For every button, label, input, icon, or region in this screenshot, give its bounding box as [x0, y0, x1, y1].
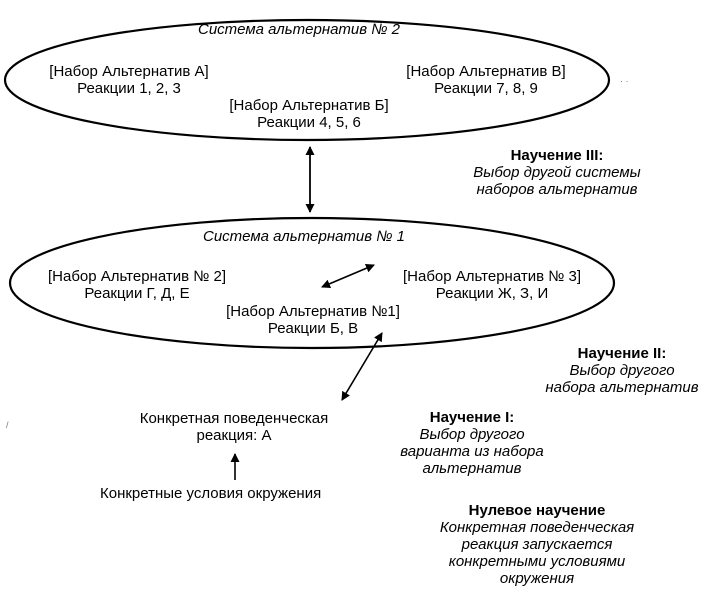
- environment-conditions: Конкретные условия окружения: [100, 485, 322, 502]
- learning1-line: Выбор другого: [419, 426, 525, 443]
- learning3-note: Научение III: Выбор другой системы набор…: [447, 147, 667, 198]
- behavior-reaction: Конкретная поведенческая реакция: А: [109, 410, 359, 444]
- system2-set-v: [Набор Альтернатив В] Реакции 7, 8, 9: [388, 63, 584, 97]
- learning2-line: набора альтернатив: [545, 379, 699, 396]
- system2-set-b: [Набор Альтернатив Б] Реакции 4, 5, 6: [211, 97, 407, 131]
- system1-ellipse: [8, 216, 616, 350]
- behavior-line: Конкретная поведенческая: [139, 410, 329, 427]
- set-name: [Набор Альтернатив А]: [49, 63, 209, 80]
- system1-set-3: [Набор Альтернатив № 3] Реакции Ж, З, И: [381, 268, 603, 302]
- set-reactions: Реакции Б, В: [267, 320, 359, 337]
- learning2-note: Научение II: Выбор другого набора альтер…: [533, 345, 711, 396]
- learning0-line: конкретными условиями: [448, 553, 626, 570]
- learning2-line: Выбор другого: [569, 362, 675, 379]
- system2-title: Система альтернатив № 2: [198, 21, 401, 38]
- set-name: [Набор Альтернатив № 2]: [47, 268, 227, 285]
- learning1-line: варианта из набора: [400, 443, 544, 460]
- set-reactions: Реакции 1, 2, 3: [77, 80, 181, 97]
- learning0-line: окружения: [499, 570, 575, 587]
- system2-set-a: [Набор Альтернатив А] Реакции 1, 2, 3: [31, 63, 227, 97]
- set-name: [Набор Альтернатив Б]: [229, 97, 389, 114]
- set-name: [Набор Альтернатив №1]: [226, 303, 400, 320]
- behavior-line: реакция: А: [196, 427, 272, 444]
- learning3-line: наборов альтернатив: [476, 181, 638, 198]
- system1-title: Система альтернатив № 1: [203, 228, 406, 245]
- scan-speck: /: [6, 420, 9, 430]
- learning0-note: Нулевое научение Конкретная поведенческа…: [415, 502, 659, 587]
- learning3-line: Выбор другой системы: [473, 164, 641, 181]
- set-reactions: Реакции 4, 5, 6: [257, 114, 361, 131]
- learning2-title: Научение II:: [577, 345, 667, 362]
- arrow-behavior-set1: [341, 332, 383, 401]
- learning1-note: Научение I: Выбор другого варианта из на…: [372, 409, 572, 477]
- learning1-title: Научение I:: [429, 409, 515, 426]
- system2-ellipse: [3, 18, 611, 142]
- learning0-line: Конкретная поведенческая: [439, 519, 635, 536]
- system1-set-2: [Набор Альтернатив № 2] Реакции Г, Д, Е: [28, 268, 246, 302]
- learning0-title: Нулевое научение: [468, 502, 606, 519]
- set-reactions: Реакции 7, 8, 9: [434, 80, 538, 97]
- learning3-title: Научение III:: [510, 147, 604, 164]
- set-reactions: Реакции Г, Д, Е: [84, 285, 190, 302]
- set-reactions: Реакции Ж, З, И: [435, 285, 549, 302]
- scan-speck: · ·: [620, 76, 629, 86]
- set-name: [Набор Альтернатив В]: [406, 63, 566, 80]
- set-name: [Набор Альтернатив № 3]: [402, 268, 582, 285]
- system1-set-1: [Набор Альтернатив №1] Реакции Б, В: [205, 303, 421, 337]
- arrow-set1-set3: [321, 263, 375, 289]
- learning0-line: реакция запускается: [461, 536, 613, 553]
- learning1-line: альтернатив: [422, 460, 522, 477]
